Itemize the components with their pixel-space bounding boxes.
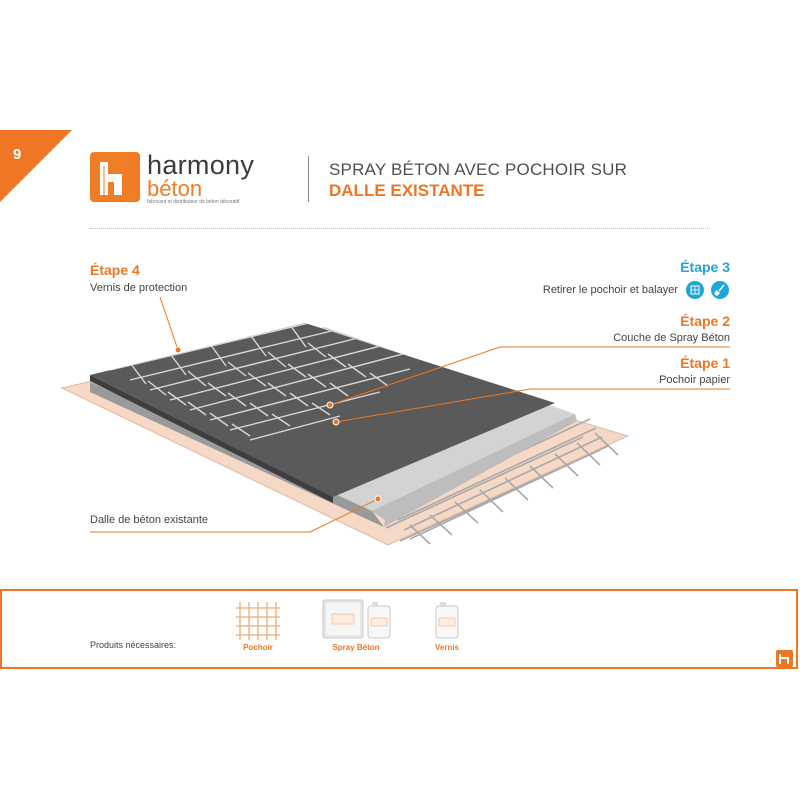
etape1-desc: Pochoir papier <box>659 374 730 386</box>
paper-stencil-edge <box>372 414 577 527</box>
grid-roller-icon <box>686 281 704 299</box>
page-corner-tab <box>0 130 72 202</box>
product-label-pochoir: Pochoir <box>243 643 273 652</box>
mini-logo <box>776 650 793 667</box>
marker-etape2 <box>326 401 334 409</box>
logo-glyph <box>90 152 140 202</box>
leader-lines <box>90 296 730 533</box>
marker-etape1 <box>332 418 340 426</box>
jerrycan-icon <box>435 602 459 639</box>
brand-tagline: fabricant et distributeur de béton décor… <box>147 199 240 205</box>
brick-pattern <box>109 323 419 441</box>
page-title-line1: SPRAY BÉTON AVEC POCHOIR SUR <box>329 160 628 179</box>
bucket-and-jerrycan-icon <box>322 599 391 639</box>
leader-base <box>90 498 379 533</box>
etape3-title: Étape 3 <box>680 259 730 275</box>
marker-etape4 <box>174 346 182 354</box>
etape2-desc: Couche de Spray Béton <box>613 332 730 344</box>
page-title-line2: DALLE EXISTANTE <box>329 181 485 200</box>
header-divider <box>308 156 309 202</box>
leader-etape1 <box>335 388 730 423</box>
leader-etape2 <box>329 346 730 406</box>
leader-etape4 <box>159 296 179 351</box>
base-label: Dalle de béton existante <box>90 514 209 526</box>
etape3-desc: Retirer le pochoir et balayer <box>542 284 678 296</box>
brand-name: harmony <box>147 150 255 180</box>
spray-concrete-edge <box>90 375 333 503</box>
product-label-spray-beton: Spray Béton <box>332 643 380 652</box>
marker-base <box>374 495 382 503</box>
brand-sub: béton <box>147 176 203 201</box>
etape1-title: Étape 1 <box>680 355 730 371</box>
broom-icon <box>711 281 729 299</box>
products-panel <box>0 589 798 669</box>
stencil-grid-icon <box>236 602 280 640</box>
etape4-desc: Vernis de protection <box>90 282 188 294</box>
etape2-title: Étape 2 <box>680 313 730 329</box>
etape4-title: Étape 4 <box>90 262 140 278</box>
products-caption: Produits nécessaires: <box>90 640 177 650</box>
header-rule <box>90 228 710 229</box>
page-number: 9 <box>13 146 22 163</box>
product-label-vernis: Vernis <box>434 643 459 652</box>
